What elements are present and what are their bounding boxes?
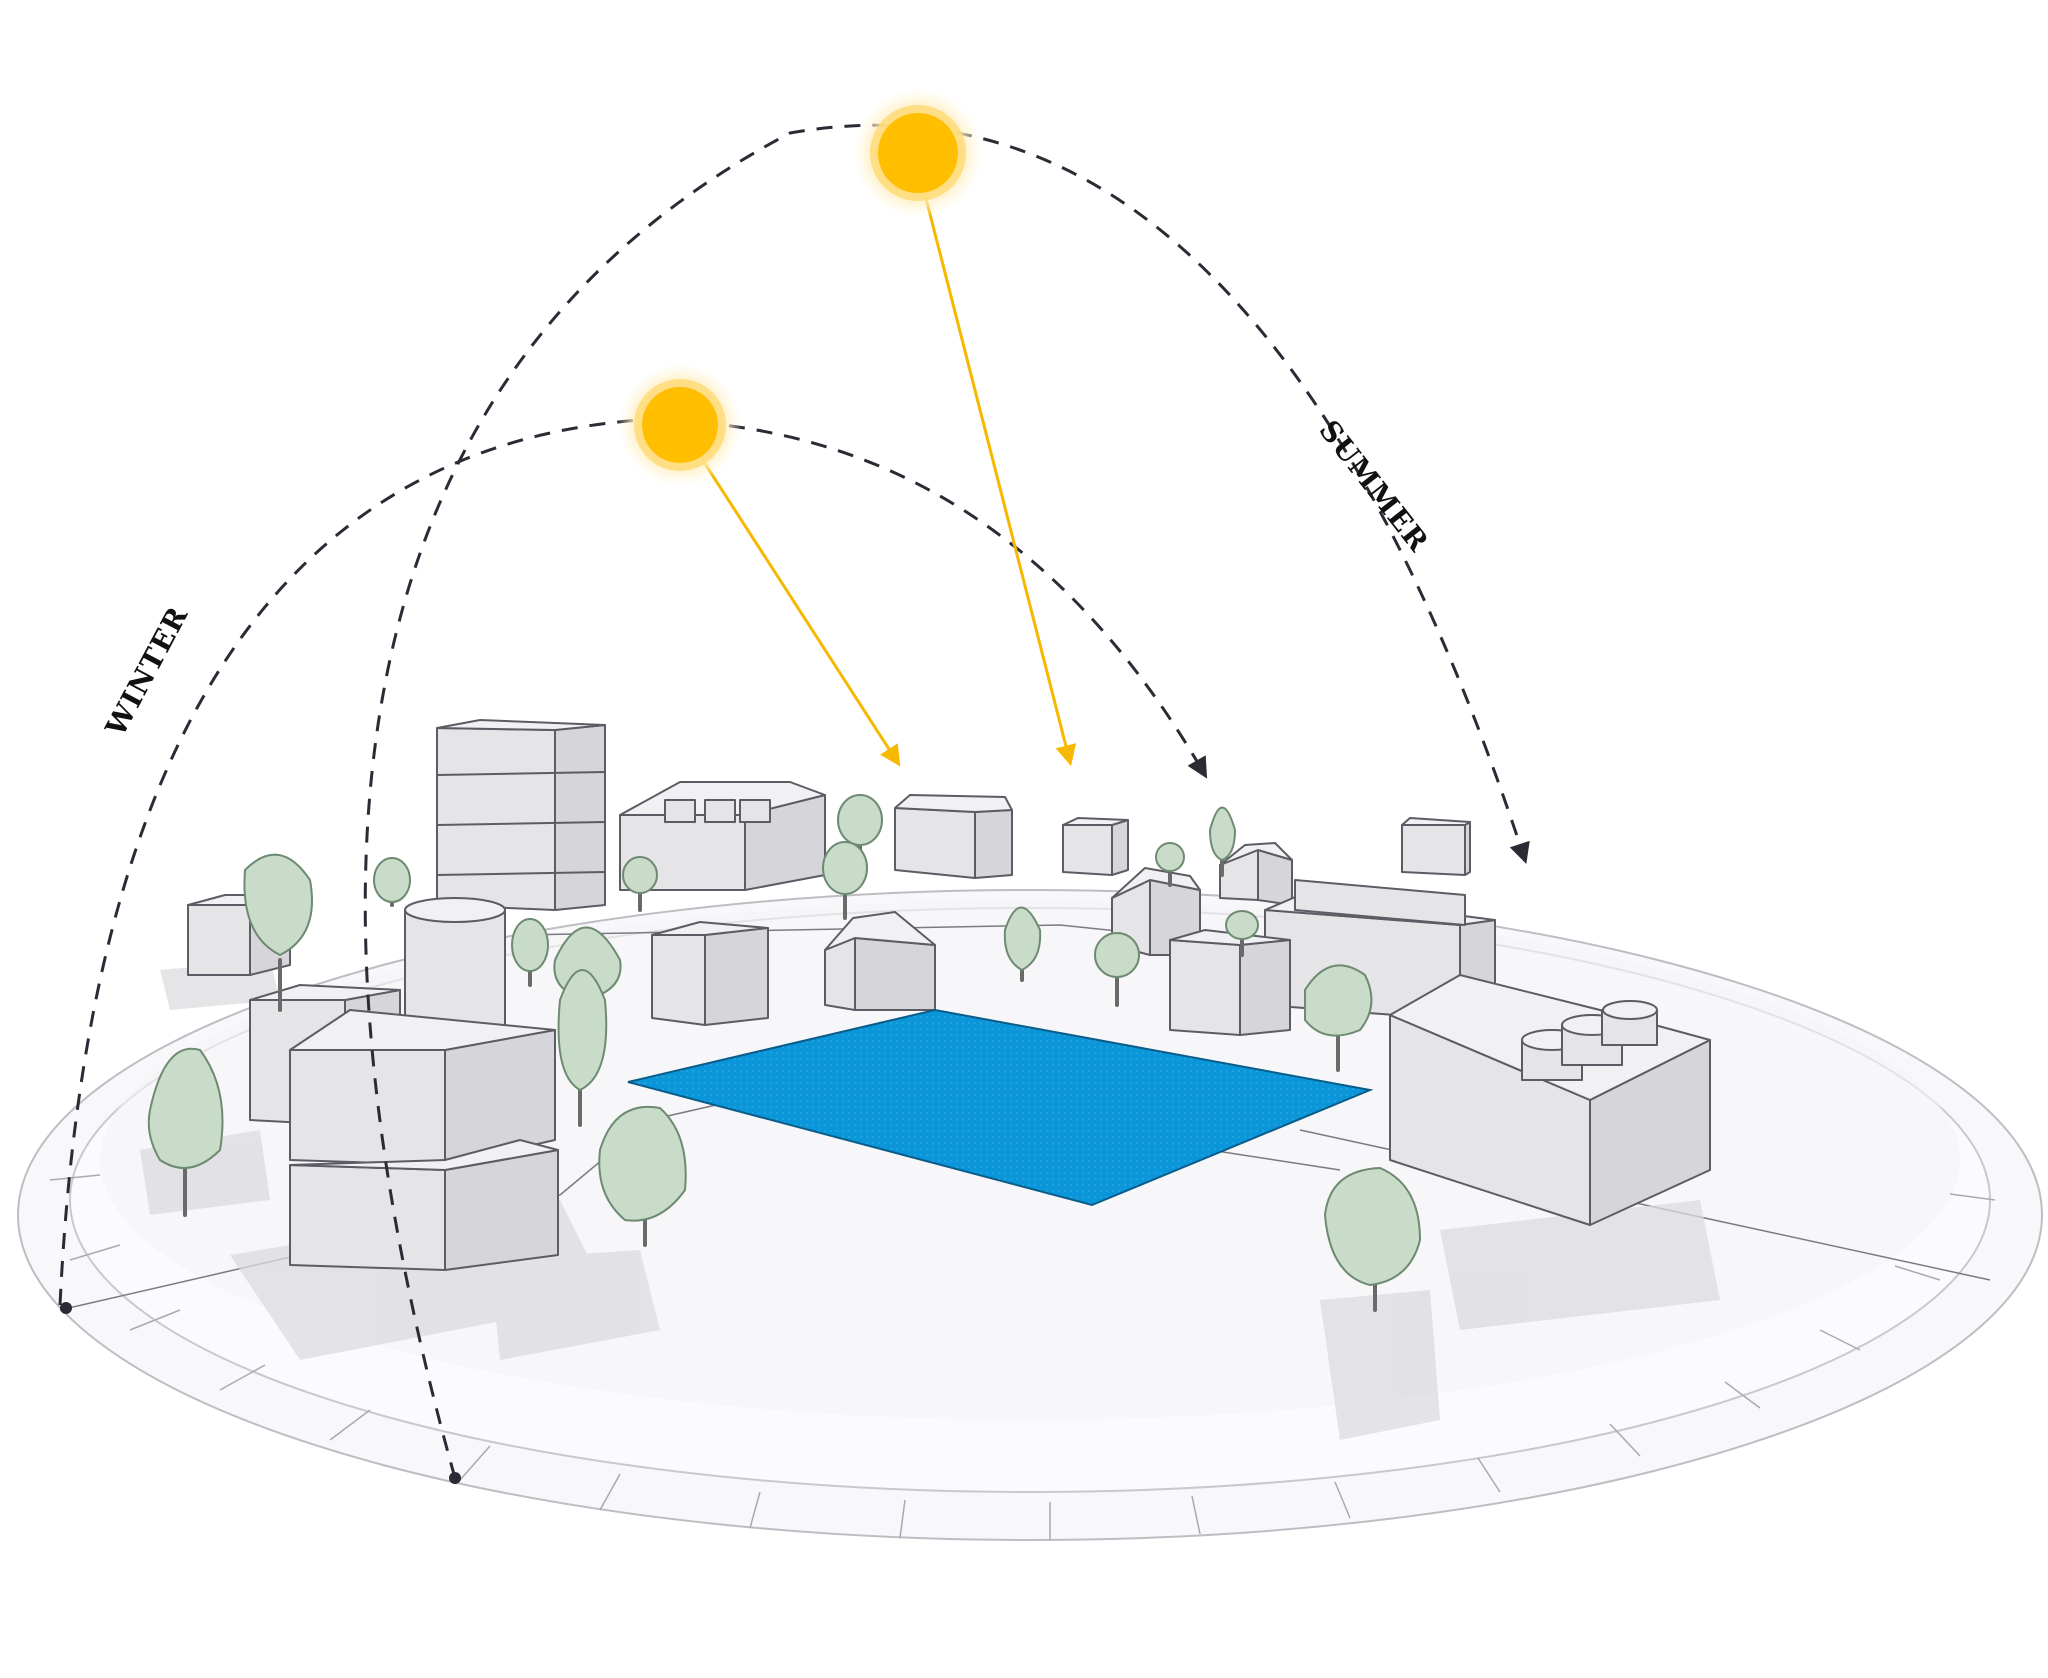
ground-rim-tiles [49,1174,1996,1540]
tree [1155,842,1185,887]
tree [1323,1166,1422,1312]
sun-icon [853,88,983,218]
tree [598,1105,687,1247]
tree [1003,906,1042,982]
winter-sun-path [58,418,1208,1306]
building-factory-front [1389,974,1711,1226]
solar-panel [627,1008,1374,1207]
tree [1304,964,1373,1072]
building-back-right [1401,817,1471,876]
tree [147,1047,224,1217]
summer-label: SUMMER [1312,414,1435,558]
tree [622,856,658,912]
tanks [1521,1000,1658,1081]
tree [1208,806,1237,877]
building-middle-cube [651,921,769,1026]
tree [837,794,883,862]
summer-path-start-dot [449,1472,461,1484]
building-back-small [1062,817,1129,876]
building-right-cube [1169,929,1291,1036]
trees [147,794,1422,1312]
tree [511,918,549,987]
tree [243,853,313,1012]
tree [1225,910,1259,957]
winter-label: WINTER [99,601,195,742]
sun-rays [678,174,1077,767]
building-back-center [894,794,1013,879]
tree [1094,932,1140,1007]
tree [557,969,608,1127]
summer-sun-ray [918,174,1077,767]
tree [373,857,411,907]
building-cylinder [404,897,506,1026]
building-stacked-front [289,1009,559,1271]
winter-sun-ray [678,424,901,767]
tree [822,841,868,920]
sun-icon [618,363,742,487]
building-tower [436,719,606,911]
summer-sun-path [363,123,1530,1479]
winter-path-start-dot [60,1302,72,1314]
building-right-house [1219,842,1293,906]
sun-paths [58,123,1530,1484]
